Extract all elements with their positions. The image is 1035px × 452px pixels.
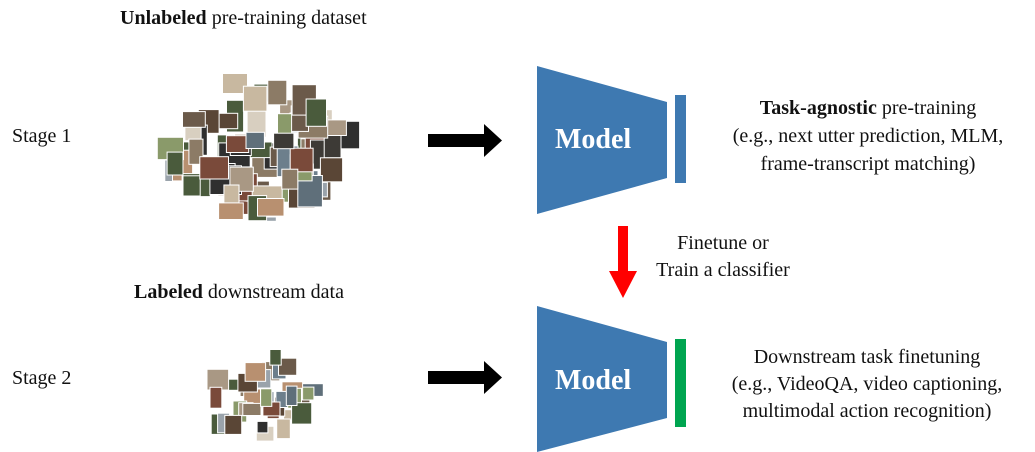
thumbnail-image (267, 79, 288, 106)
thumbnail-image (276, 418, 291, 440)
finetune-arrow (609, 226, 637, 298)
thumbnail-image (222, 73, 248, 94)
stage1-description-title: Task-agnostic pre-training (759, 97, 977, 119)
thumbnail-image (291, 402, 313, 425)
thumbnail-image (273, 132, 295, 150)
transition-line1: Finetune or (677, 232, 769, 254)
transition-line2: Train a classifier (656, 259, 790, 281)
thumbnail-image (182, 111, 206, 128)
stage1-description-line2: (e.g., next utter prediction, MLM, (732, 125, 1004, 147)
thumbnail-image (305, 98, 328, 127)
thumbnail-image (324, 119, 347, 137)
stage1-description-line3: frame-transcript matching) (760, 153, 976, 175)
thumbnail-image (218, 202, 244, 220)
thumbnail-image (257, 198, 285, 217)
stage1-model-block (537, 66, 667, 214)
thumbnail-image (256, 420, 269, 434)
stage2-model-label: Model (555, 365, 632, 396)
stage2-description-line2: (e.g., VideoQA, video captioning, (731, 373, 1003, 395)
thumbnail-image (245, 131, 265, 150)
labeled-image-collage (206, 349, 324, 442)
thumbnail-image (216, 112, 239, 130)
thumbnail-image (278, 357, 298, 376)
thumbnail-image (224, 414, 243, 435)
stage2-description-line1: Downstream task finetuning (753, 346, 981, 368)
thumbnail-image (209, 386, 223, 409)
thumbnail-image (281, 168, 299, 190)
stage1-dataset-title: Unlabeled pre-training dataset (120, 7, 367, 29)
thumbnail-image (166, 151, 184, 176)
stage1-flow-arrow (428, 124, 502, 157)
stage1-model-label: Model (555, 124, 632, 155)
unlabeled-image-collage (156, 73, 361, 222)
stage1-task-agnostic-head (675, 95, 686, 183)
thumbnail-image (244, 362, 267, 382)
thumbnail-image (285, 385, 298, 407)
thumbnail-image (182, 175, 201, 197)
thumbnail-image (242, 85, 268, 112)
stage2-flow-arrow (428, 361, 502, 394)
stage2-dataset-title: Labeled downstream data (134, 281, 344, 303)
thumbnail-image (289, 147, 314, 173)
thumbnail-image (225, 135, 250, 153)
thumbnail-image (269, 349, 282, 366)
thumbnail-image (260, 388, 273, 407)
stage2-model-block (537, 306, 667, 452)
stage1-label: Stage 1 (12, 125, 72, 147)
thumbnail-image (199, 156, 230, 180)
stage2-description-line3: multimodal action recognition) (742, 400, 992, 422)
stage2-finetune-head (675, 339, 686, 427)
thumbnail-image (242, 402, 262, 416)
thumbnail-image (319, 157, 344, 183)
stage2-label: Stage 2 (12, 367, 72, 389)
